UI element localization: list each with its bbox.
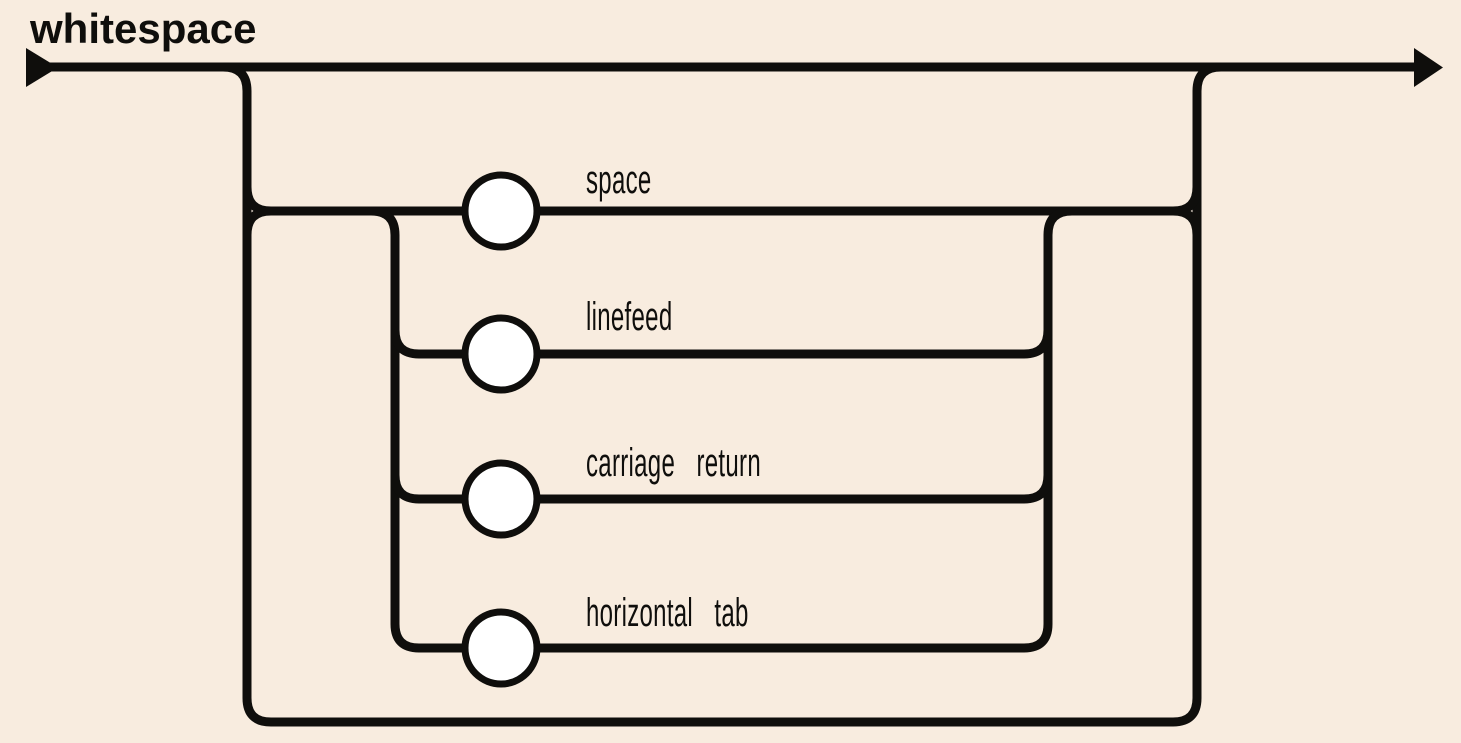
branch-track-carriage-return bbox=[390, 474, 1053, 504]
branch-label-space: space bbox=[586, 158, 652, 202]
junction-curve-right bbox=[1172, 206, 1202, 236]
branch-label-carriage-return: carriage return bbox=[586, 441, 761, 485]
start-arrow-icon bbox=[26, 48, 58, 87]
branch-label-linefeed: linefeed bbox=[586, 295, 673, 339]
branch-track-space bbox=[242, 186, 1202, 216]
alternatives-track bbox=[370, 206, 1073, 653]
terminal-node-space bbox=[461, 171, 541, 251]
terminal-node-carriage-return bbox=[461, 459, 541, 539]
branch-track-linefeed bbox=[390, 329, 1053, 359]
repeat-loop-track bbox=[222, 62, 1222, 727]
terminal-node-linefeed bbox=[461, 314, 541, 394]
end-arrow-icon bbox=[1414, 48, 1443, 87]
junction-curve-left bbox=[242, 206, 272, 236]
rule-title: whitespace bbox=[30, 5, 257, 52]
branch-label-horizontal-tab: horizontal tab bbox=[586, 591, 749, 635]
terminal-node-horizontal-tab bbox=[461, 608, 541, 688]
